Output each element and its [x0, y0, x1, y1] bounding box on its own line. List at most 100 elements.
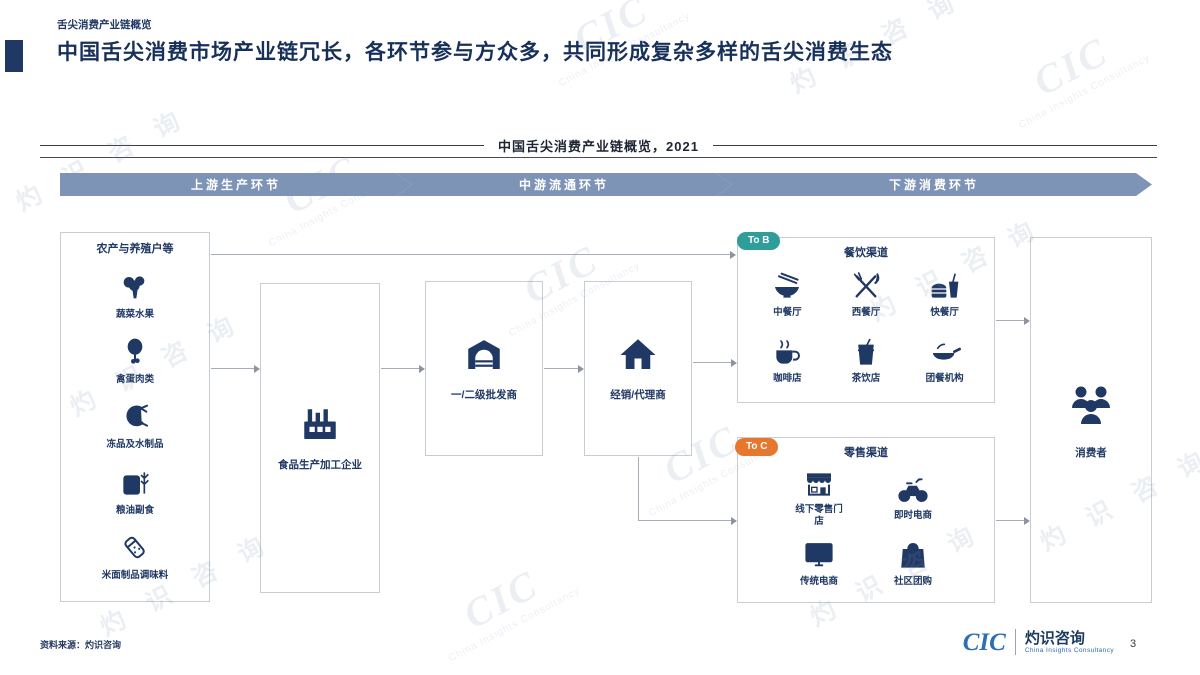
arrowhead [419, 365, 425, 373]
watermark: 灼 识 咨 询 [9, 97, 194, 218]
retail-box: 零售渠道 线下零售门店 即时电商 传统电商 [737, 437, 995, 603]
retail-item: 传统电商 [800, 540, 838, 588]
chart-title-underline [40, 157, 1157, 158]
coffee-icon [771, 337, 803, 369]
storefront-icon [803, 468, 835, 500]
page-number: 3 [1130, 638, 1137, 650]
producer-item-label: 米面制品调味料 [101, 569, 169, 581]
distributor-label: 经销/代理商 [610, 389, 666, 402]
stage-upstream: 上游生产环节 [60, 173, 412, 196]
factory-icon [299, 404, 341, 446]
watermark-cn: 灼 识 咨 询 [11, 102, 194, 217]
catering-item: 团餐机构 [926, 337, 964, 385]
rule-right [712, 145, 1158, 146]
arrowhead [254, 365, 260, 373]
stage-downstream-label: 下游消费环节 [888, 178, 979, 192]
distributor-box: 经销/代理商 [584, 281, 692, 456]
arrowhead [1024, 317, 1030, 325]
producer-item-label: 禽蛋肉类 [115, 374, 154, 386]
retail-item-label: 线下零售门店 [795, 503, 843, 528]
catering-item-label: 团餐机构 [925, 372, 964, 384]
catering-item-label: 咖啡店 [773, 372, 802, 384]
catering-item: 咖啡店 [771, 337, 803, 385]
producer-item: 蔬菜水果 [116, 271, 154, 321]
producer-item-label: 粮油副食 [115, 504, 154, 516]
retail-item-label: 传统电商 [799, 575, 838, 587]
catering-item: 茶饮店 [850, 337, 882, 385]
consumer-label: 消费者 [1075, 446, 1107, 459]
producer-item-label: 冻品及水制品 [106, 439, 164, 451]
poultry-icon [119, 336, 151, 368]
title-accent-block [5, 40, 23, 72]
chinese-restaurant-icon [771, 271, 803, 303]
arrowhead [1024, 517, 1030, 525]
retail-grid: 线下零售门店 即时电商 传统电商 社区团购 [738, 460, 994, 602]
bubble-tea-icon [850, 337, 882, 369]
catering-box: 餐饮渠道 中餐厅 西餐厅 快餐厅 [737, 237, 995, 403]
watermark: CIC China Insights Consultancy [995, 11, 1152, 131]
connector-distributor-down [638, 457, 639, 520]
logo-divider [1014, 629, 1016, 655]
seasoning-icon [119, 532, 151, 564]
logo-name-cn: 灼识咨询 [1024, 629, 1085, 647]
processing-box: 食品生产加工企业 [260, 283, 380, 593]
source-note: 资料来源：灼识咨询 [40, 640, 122, 650]
rule-left [40, 145, 485, 146]
shopping-bag-icon [897, 540, 929, 572]
fast-food-icon [929, 271, 961, 303]
catering-item-label: 快餐厅 [930, 306, 959, 318]
chart-title-band: 中国舌尖消费产业链概览，2021 [40, 136, 1158, 155]
wholesaler-label: 一/二级批发商 [451, 389, 517, 402]
connector-producers-to-processing [211, 368, 254, 369]
producers-box: 农产与养殖户等 蔬菜水果 禽蛋肉类 冻品及水制品 [60, 232, 210, 602]
wholesaler-box: 一/二级批发商 [425, 281, 543, 456]
catering-item: 快餐厅 [929, 271, 961, 319]
connector-retail-to-consumer [996, 520, 1024, 521]
producers-items: 蔬菜水果 禽蛋肉类 冻品及水制品 粮油副食 [61, 256, 209, 601]
stage-downstream: 下游消费环节 [716, 173, 1152, 196]
connector-producers-to-catering [211, 254, 730, 255]
warehouse-icon [463, 334, 505, 376]
catering-item-label: 西餐厅 [851, 306, 881, 318]
consumer-box: 消费者 [1030, 237, 1152, 603]
watermark: CIC China Insights Consultancy [425, 544, 582, 664]
arrowhead [578, 365, 584, 373]
connector-processing-to-wholesaler [381, 368, 419, 369]
stage-midstream-label: 中游流通环节 [518, 178, 609, 192]
catering-item-label: 中餐厅 [773, 306, 802, 318]
retail-item-label: 即时电商 [893, 509, 932, 521]
grain-icon [119, 467, 151, 499]
chart-title: 中国舌尖消费产业链概览，2021 [498, 139, 699, 154]
producers-title: 农产与养殖户等 [96, 243, 174, 255]
catering-grid: 中餐厅 西餐厅 快餐厅 咖啡店 [738, 260, 994, 402]
house-icon [617, 334, 659, 376]
connector-catering-to-consumer [996, 320, 1024, 321]
connector-distributor-to-catering [693, 362, 731, 363]
producer-item-label: 蔬菜水果 [115, 308, 154, 320]
eyebrow: 舌尖消费产业链概览 [57, 19, 152, 31]
connector-distributor-to-retail [638, 520, 731, 521]
arrowhead [730, 251, 736, 259]
consumers-icon [1067, 380, 1115, 428]
retail-item: 线下零售门店 [793, 468, 845, 529]
shrimp-icon [119, 401, 151, 433]
processing-label: 食品生产加工企业 [278, 458, 362, 471]
catering-title: 餐饮渠道 [844, 247, 888, 259]
vegetables-icon [119, 271, 151, 303]
logo-name-en: China Insights Consultancy [1024, 646, 1114, 654]
catering-item: 西餐厅 [850, 271, 882, 319]
producer-item: 禽蛋肉类 [116, 336, 154, 386]
catering-item-label: 茶饮店 [851, 372, 881, 384]
arrowhead [731, 359, 737, 367]
delivery-bike-icon [897, 474, 929, 506]
group-meal-icon [929, 337, 961, 369]
producer-item: 冻品及水制品 [106, 401, 164, 451]
online-shop-icon [803, 540, 835, 572]
logo-text: 灼识咨询 China Insights Consultancy [1025, 630, 1114, 655]
stage-midstream: 中游流通环节 [396, 173, 732, 196]
retail-item: 社区团购 [894, 540, 932, 588]
producer-item: 粮油副食 [116, 467, 154, 517]
to-b-badge: To B [737, 232, 781, 250]
cic-logo-mark: CIC [962, 628, 1006, 656]
